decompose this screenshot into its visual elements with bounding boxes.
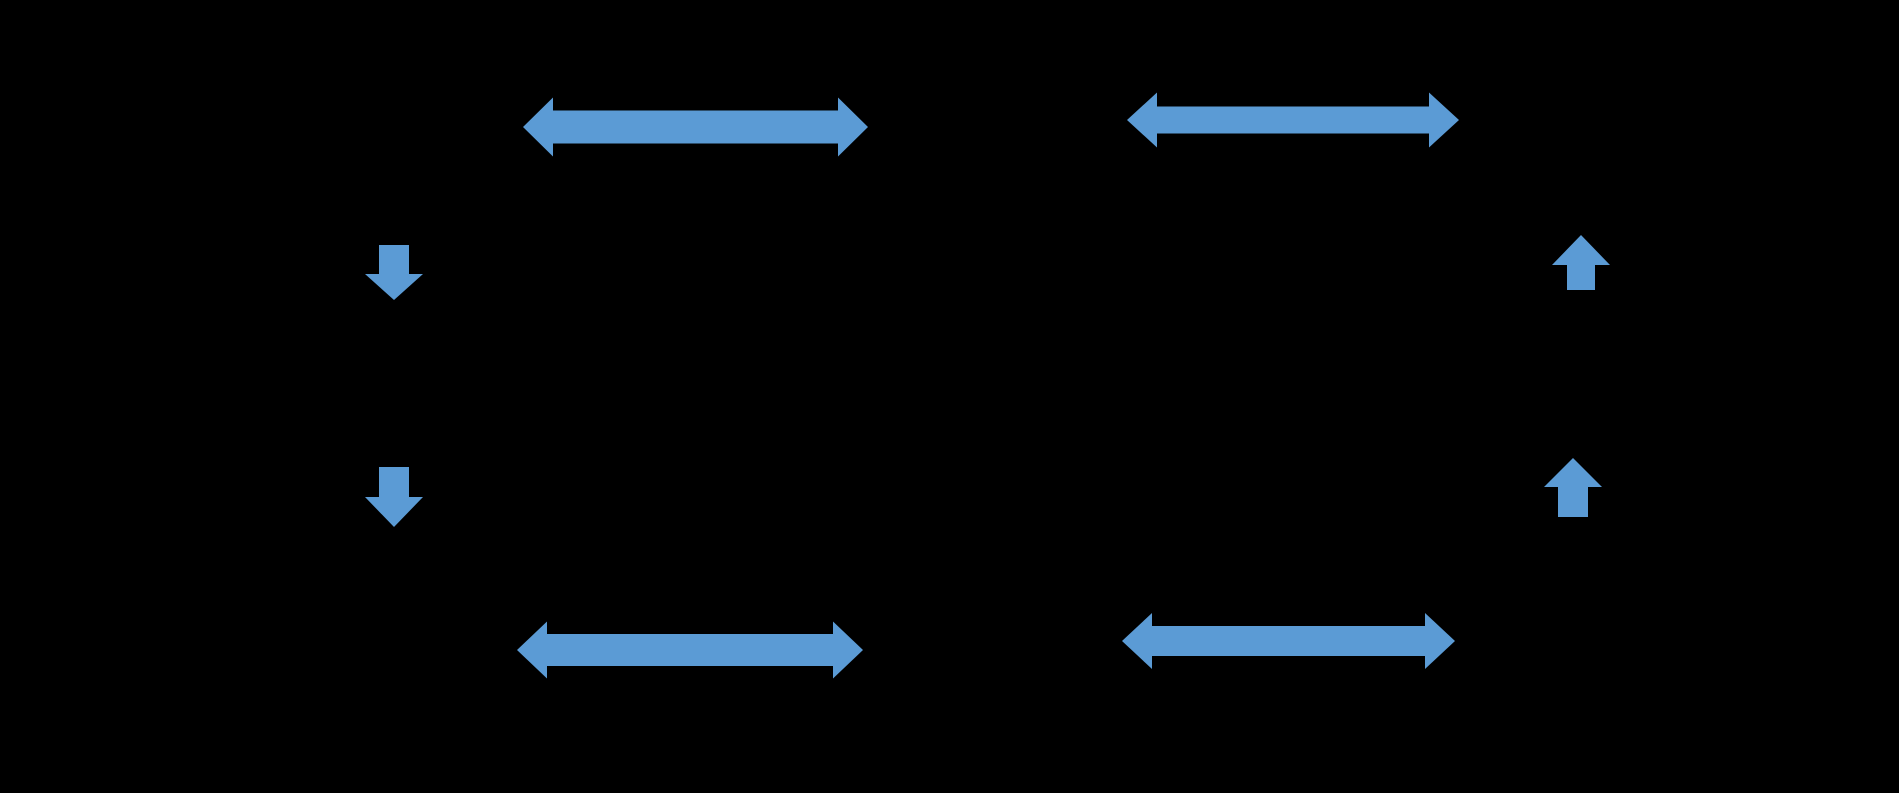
double-arrow-top-right-icon — [1127, 92, 1459, 148]
down-arrow-upper-left-icon — [365, 245, 423, 300]
down-arrow-lower-left-icon — [365, 467, 423, 527]
double-arrow-top-left-icon — [523, 97, 868, 157]
double-arrow-bottom-right-icon — [1122, 613, 1455, 669]
up-arrow-lower-right-icon — [1544, 458, 1602, 517]
double-arrow-bottom-left-icon — [517, 621, 863, 679]
up-arrow-upper-right-icon — [1552, 235, 1610, 290]
